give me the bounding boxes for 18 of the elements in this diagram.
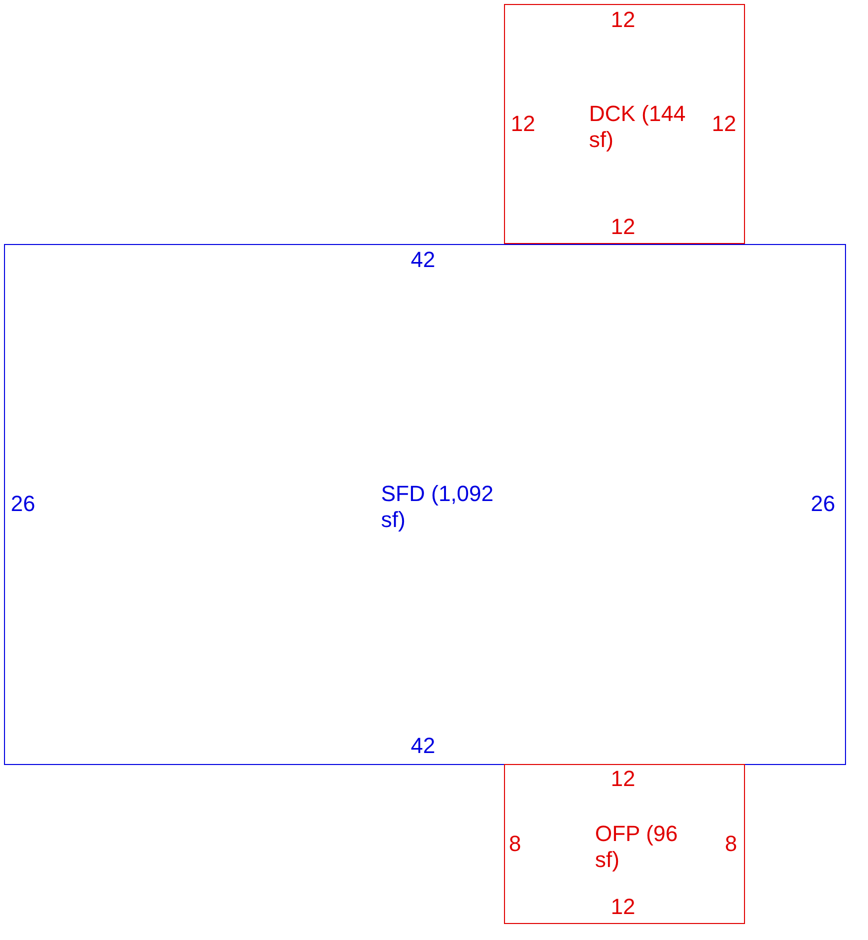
dimension-label: 26: [810, 492, 836, 516]
area-outline: [504, 4, 745, 244]
area-outline: [4, 244, 846, 765]
dimension-label: 26: [10, 492, 36, 516]
dimension-label: 42: [410, 248, 436, 272]
dimension-label: 12: [610, 8, 636, 32]
dimension-label: 42: [410, 734, 436, 758]
dimension-label: 12: [510, 112, 536, 136]
dimension-label: 12: [610, 767, 636, 791]
dimension-label: 12: [610, 215, 636, 239]
dimension-label: 12: [610, 895, 636, 919]
area-outline: [504, 764, 745, 924]
area-label: DCK (144 sf): [589, 101, 687, 153]
area-label: OFP (96 sf): [595, 821, 679, 873]
dimension-label: 8: [508, 832, 522, 856]
dimension-label: 12: [712, 112, 736, 136]
dimension-label: 8: [724, 832, 738, 856]
area-label: SFD (1,092 sf): [381, 481, 494, 533]
